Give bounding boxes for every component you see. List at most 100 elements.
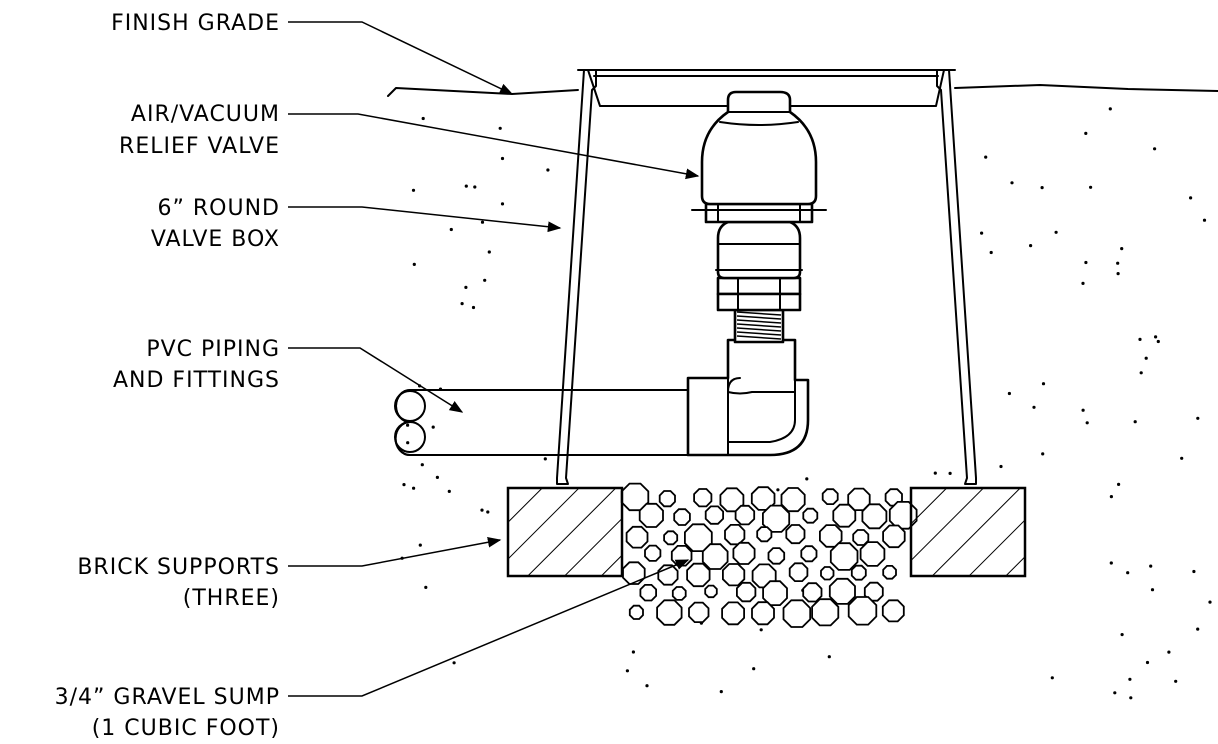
thread-line xyxy=(736,335,782,340)
gravel-stone xyxy=(721,601,745,626)
soil-dot xyxy=(435,475,439,479)
gravel-stone xyxy=(673,508,691,526)
gravel-stone xyxy=(628,604,644,620)
soil-dot xyxy=(1032,405,1036,409)
soil-dot xyxy=(1116,261,1120,265)
leader-finish-grade xyxy=(288,21,514,95)
soil-dot xyxy=(1196,416,1200,420)
gravel-stone xyxy=(780,487,806,513)
label-pvc-piping-line2: AND FITTINGS xyxy=(113,368,280,393)
soil-dot xyxy=(1050,676,1054,680)
gravel-stone xyxy=(658,490,676,508)
gravel-stone xyxy=(722,563,746,587)
soil-dot xyxy=(989,250,993,255)
brick-support-left xyxy=(506,486,624,578)
soil-dot xyxy=(487,250,491,254)
soil-dot xyxy=(1189,196,1193,200)
soil-dot xyxy=(1138,337,1142,341)
gravel-stone xyxy=(684,523,713,552)
soil-dot xyxy=(420,463,424,467)
soil-dot xyxy=(483,278,487,282)
gravel-stone xyxy=(701,543,729,570)
soil-dot xyxy=(1153,147,1157,151)
soil-dot xyxy=(1126,571,1130,575)
soil-dot xyxy=(1113,691,1117,695)
soil-dot xyxy=(1149,564,1153,568)
soil-dot xyxy=(631,650,636,654)
soil-dot xyxy=(447,489,451,493)
gravel-stone xyxy=(847,596,878,626)
label-gravel-sump-line1: 3/4” GRAVEL SUMP xyxy=(55,685,280,710)
gravel-stone xyxy=(704,505,724,525)
finish-grade-line xyxy=(387,84,1218,97)
brick-support-right xyxy=(909,486,1027,578)
soil-dot xyxy=(719,690,723,694)
gravel-stone xyxy=(882,524,906,549)
gravel-stone xyxy=(751,601,775,626)
gravel-stone xyxy=(693,488,713,508)
gravel-stone xyxy=(820,566,835,581)
label-pvc-piping-line1: PVC PIPING xyxy=(146,337,280,362)
gravel-stone xyxy=(663,530,679,546)
soil-dot xyxy=(471,305,476,310)
gravel-stone xyxy=(767,547,786,565)
label-finish-grade: FINISH GRADE xyxy=(111,11,280,36)
gravel-stone xyxy=(863,581,884,602)
leader-gravel-sump xyxy=(288,559,690,697)
soil-dot xyxy=(984,155,988,159)
soil-dot xyxy=(1041,452,1045,456)
gravel-stone xyxy=(686,562,711,588)
soil-dot xyxy=(402,483,406,487)
soil-dot xyxy=(452,661,456,665)
soil-dot xyxy=(431,425,435,429)
soil-dot xyxy=(464,285,468,289)
soil-dot xyxy=(1139,371,1143,375)
soil-dot xyxy=(1150,588,1155,592)
thread-line xyxy=(736,311,782,316)
gravel-stone xyxy=(750,486,776,511)
gravel-stone xyxy=(819,524,843,548)
thread-line xyxy=(736,327,782,332)
gravel-stone xyxy=(850,564,867,581)
gravel-stone xyxy=(762,580,788,606)
gravel-stone xyxy=(788,562,809,582)
soil-dot xyxy=(460,302,464,306)
gravel-stone xyxy=(859,541,886,567)
soil-dot xyxy=(1089,185,1093,189)
valve-box xyxy=(556,69,977,485)
soil-dot xyxy=(1202,218,1207,222)
gravel-stone xyxy=(671,586,687,601)
soil-dot xyxy=(1145,660,1150,665)
thread-line xyxy=(736,323,782,328)
soil-dot xyxy=(625,669,630,673)
soil-dot xyxy=(827,655,831,659)
soil-dot xyxy=(1041,382,1046,386)
leader-relief-valve xyxy=(288,113,700,180)
soil-dot xyxy=(411,188,416,192)
soil-dot xyxy=(480,220,485,224)
gravel-stone xyxy=(881,599,905,623)
gravel-stone xyxy=(800,545,818,563)
soil-dot xyxy=(1116,272,1120,276)
soil-dot xyxy=(1192,569,1196,574)
soil-dot xyxy=(1081,408,1085,412)
soil-dot xyxy=(406,423,410,427)
soil-dot xyxy=(1085,421,1089,425)
soil-dot xyxy=(500,156,505,161)
gravel-stone xyxy=(656,599,683,626)
soil-dot xyxy=(1196,627,1200,631)
gravel-stone xyxy=(724,524,746,546)
gravel-stone xyxy=(861,503,888,530)
soil-dot xyxy=(1084,260,1088,265)
soil-dot xyxy=(1120,247,1124,251)
gravel-stone xyxy=(644,544,662,562)
soil-dot xyxy=(500,202,505,206)
gravel-stone xyxy=(852,529,870,546)
label-gravel-sump-line2: (1 CUBIC FOOT) xyxy=(92,716,280,741)
pvc-piping xyxy=(394,338,810,457)
gravel-stone xyxy=(811,598,840,627)
soil-dot xyxy=(1054,230,1058,234)
label-brick-supports-line2: (THREE) xyxy=(183,586,280,611)
soil-dot xyxy=(1007,391,1012,396)
